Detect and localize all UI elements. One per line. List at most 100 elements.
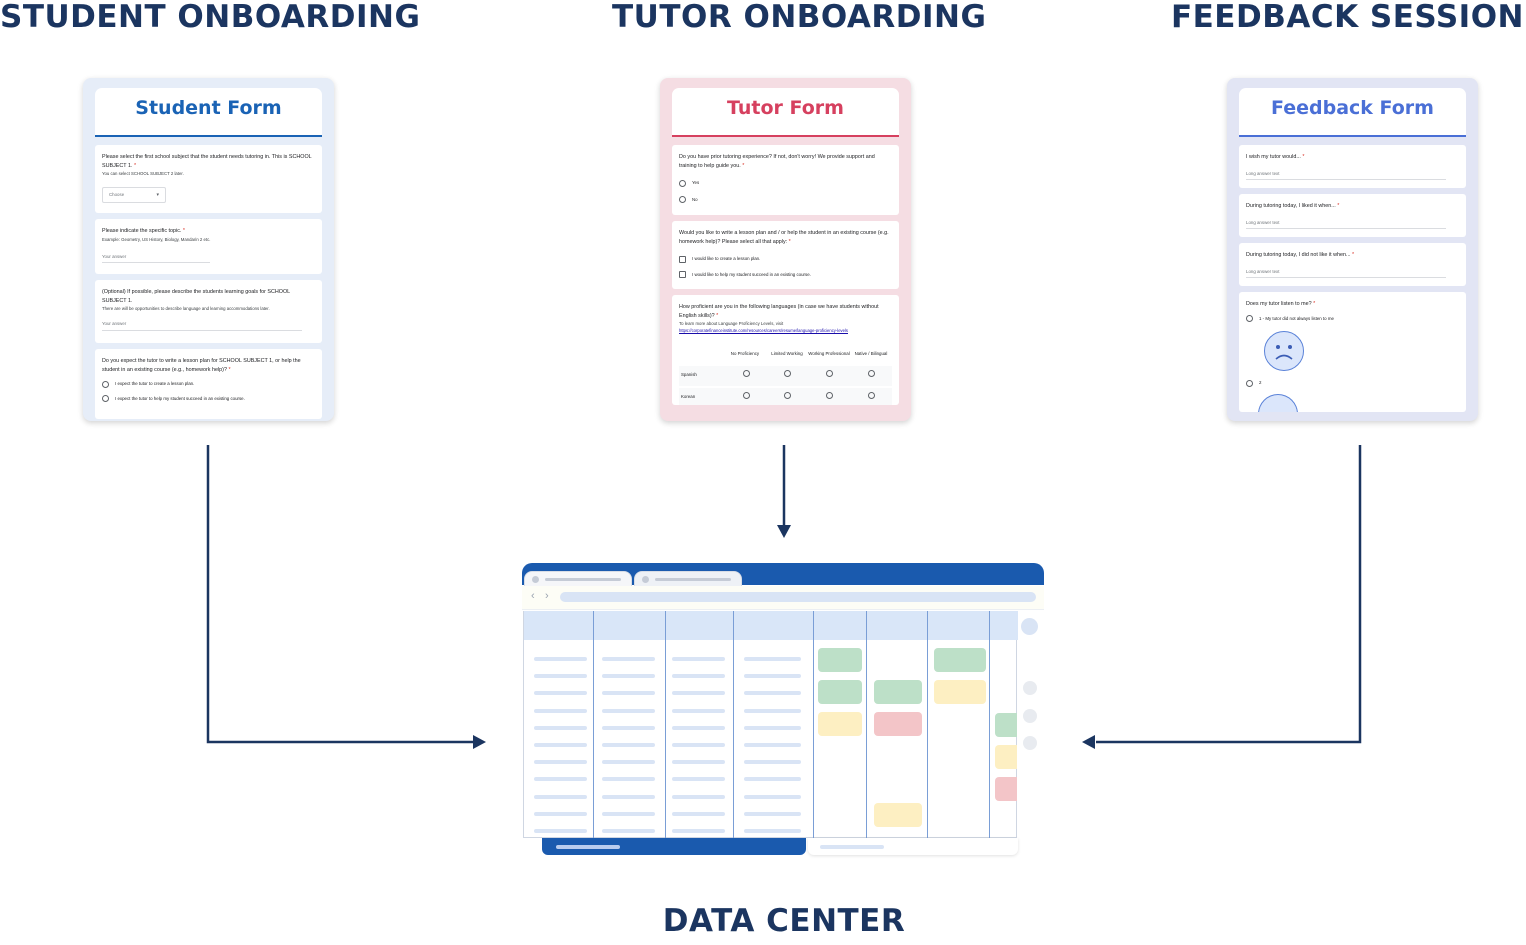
long-answer-input[interactable]: Long answer text: [1246, 170, 1446, 180]
radio-icon: [1246, 315, 1253, 323]
checkbox-icon: [679, 271, 686, 279]
required-mark: *: [1311, 301, 1316, 307]
proficiency-link[interactable]: https://corporatefinanceinstitute.com/re…: [679, 328, 848, 333]
status-chip-green: [874, 680, 922, 704]
student-to-data-arrow: [206, 445, 486, 749]
radio-icon: [102, 380, 109, 388]
grid-header: No Proficiency Limited Working Working P…: [679, 346, 892, 364]
cell-placeholder-line: [672, 657, 725, 661]
status-chip-green: [995, 713, 1017, 737]
browser-tab-active[interactable]: [524, 571, 632, 587]
grid-col-label: Limited Working: [771, 351, 803, 357]
required-mark: *: [226, 366, 231, 373]
long-answer-input[interactable]: Long answer text: [1246, 219, 1446, 229]
option-existing-course[interactable]: I expect the tutor to help my student su…: [102, 395, 315, 404]
url-input[interactable]: [560, 592, 1036, 602]
question-text: Would you like to write a lesson plan an…: [679, 230, 889, 245]
status-chip-yellow: [995, 745, 1017, 769]
status-chip-red: [995, 777, 1017, 801]
radio-icon: [679, 179, 686, 187]
question-text: (Optional) If possible, please describe …: [102, 289, 290, 304]
cell-placeholder-line: [534, 657, 587, 661]
cell-placeholder-line: [602, 674, 655, 679]
radio-icon[interactable]: [826, 370, 834, 378]
side-panel-icon[interactable]: [1023, 736, 1037, 750]
spreadsheet-grid: [523, 611, 1018, 838]
cell-placeholder-line: [672, 674, 725, 679]
option-create-lesson-plan[interactable]: I expect the tutor to create a lesson pl…: [102, 380, 315, 389]
cell-placeholder-line: [534, 811, 587, 816]
required-mark: *: [132, 162, 137, 169]
checkbox-icon: [679, 255, 686, 263]
status-chip-red: [874, 712, 922, 736]
question-text: Does my tutor listen to me?: [1246, 301, 1312, 307]
student-question-4: Do you expect the tutor to write a lesso…: [95, 349, 322, 419]
browser-tab[interactable]: [634, 571, 742, 587]
tutor-question-3: How proficient are you in the following …: [672, 295, 899, 405]
radio-icon[interactable]: [867, 370, 875, 378]
radio-icon[interactable]: [867, 392, 875, 400]
radio-icon[interactable]: [826, 392, 834, 400]
option-1[interactable]: 1 - My tutor did not always listen to me: [1246, 315, 1459, 324]
tutor-onboarding-heading: TUTOR ONBOARDING: [612, 0, 987, 35]
cell-placeholder-line: [534, 691, 587, 696]
radio-icon[interactable]: [784, 370, 792, 378]
topic-answer-input[interactable]: Your answer: [102, 253, 210, 263]
option-create-lesson-plan[interactable]: I would like to create a lesson plan.: [679, 255, 892, 264]
cell-placeholder-line: [672, 811, 725, 816]
learning-goals-answer-input[interactable]: Your answer: [102, 320, 302, 331]
required-mark: *: [1350, 252, 1355, 258]
browser-tab-bar: [522, 563, 1044, 587]
status-chip-yellow: [818, 712, 862, 736]
feedback-question-3: During tutoring today, I did not like it…: [1239, 243, 1466, 286]
cell-placeholder-line: [602, 708, 655, 713]
student-question-3: (Optional) If possible, please describe …: [95, 280, 322, 343]
question-text: During tutoring today, I did not like it…: [1246, 252, 1351, 258]
cell-placeholder-line: [672, 829, 725, 833]
feedback-form-card: Feedback Form I wish my tutor would... *…: [1227, 78, 1478, 421]
cell-placeholder-line: [744, 674, 801, 679]
student-question-2: Please indicate the specific topic. * Ex…: [95, 219, 322, 274]
option-yes[interactable]: Yes: [679, 179, 892, 188]
subject-select[interactable]: Choose: [102, 187, 166, 203]
required-mark: *: [181, 228, 186, 234]
feedback-form-title: Feedback Form: [1239, 88, 1466, 137]
feedback-to-data-arrow: [1082, 445, 1362, 749]
student-form-card: Student Form Please select the first sch…: [83, 78, 334, 421]
feedback-question-1: I wish my tutor would... * Long answer t…: [1239, 145, 1466, 188]
cell-placeholder-line: [744, 794, 801, 799]
cell-placeholder-line: [602, 811, 655, 816]
cell-placeholder-line: [744, 743, 801, 747]
required-mark: *: [740, 162, 745, 169]
radio-icon[interactable]: [742, 370, 750, 378]
tutor-question-1: Do you have prior tutoring experience? I…: [672, 145, 899, 215]
question-text: How proficient are you in the following …: [679, 304, 879, 319]
option-2[interactable]: 2: [1246, 379, 1459, 388]
proficiency-grid: No Proficiency Limited Working Working P…: [679, 346, 892, 405]
cell-placeholder-line: [534, 674, 587, 679]
chevron-left-icon[interactable]: ‹: [531, 590, 535, 602]
sheet-tab-active[interactable]: [542, 838, 806, 855]
data-center-heading: DATA CENTER: [662, 903, 906, 939]
option-no[interactable]: No: [679, 196, 892, 205]
sheet-tab[interactable]: [808, 838, 1018, 855]
chevron-right-icon[interactable]: ›: [545, 590, 549, 602]
grid-col-label: Native / Bilingual: [854, 351, 888, 357]
side-panel-icon[interactable]: [1023, 681, 1037, 695]
radio-icon[interactable]: [742, 392, 750, 400]
cell-placeholder-line: [602, 725, 655, 730]
grid-col-label: Working Professional: [808, 351, 850, 357]
question-text: I wish my tutor would...: [1246, 154, 1301, 160]
radio-icon[interactable]: [784, 392, 792, 400]
sad-face-icon: [1264, 331, 1304, 371]
question-hint: To learn more about Language Proficiency…: [679, 321, 784, 326]
option-existing-course[interactable]: I would like to help my student succeed …: [679, 271, 892, 280]
side-panel-icon[interactable]: [1023, 709, 1037, 723]
status-chip-green: [818, 680, 862, 704]
avatar-icon[interactable]: [1021, 618, 1038, 635]
grid-row-label: Korean: [681, 394, 696, 400]
long-answer-input[interactable]: Long answer text: [1246, 268, 1446, 278]
cell-placeholder-line: [534, 829, 587, 833]
radio-icon: [679, 196, 686, 204]
cell-placeholder-line: [602, 760, 655, 765]
